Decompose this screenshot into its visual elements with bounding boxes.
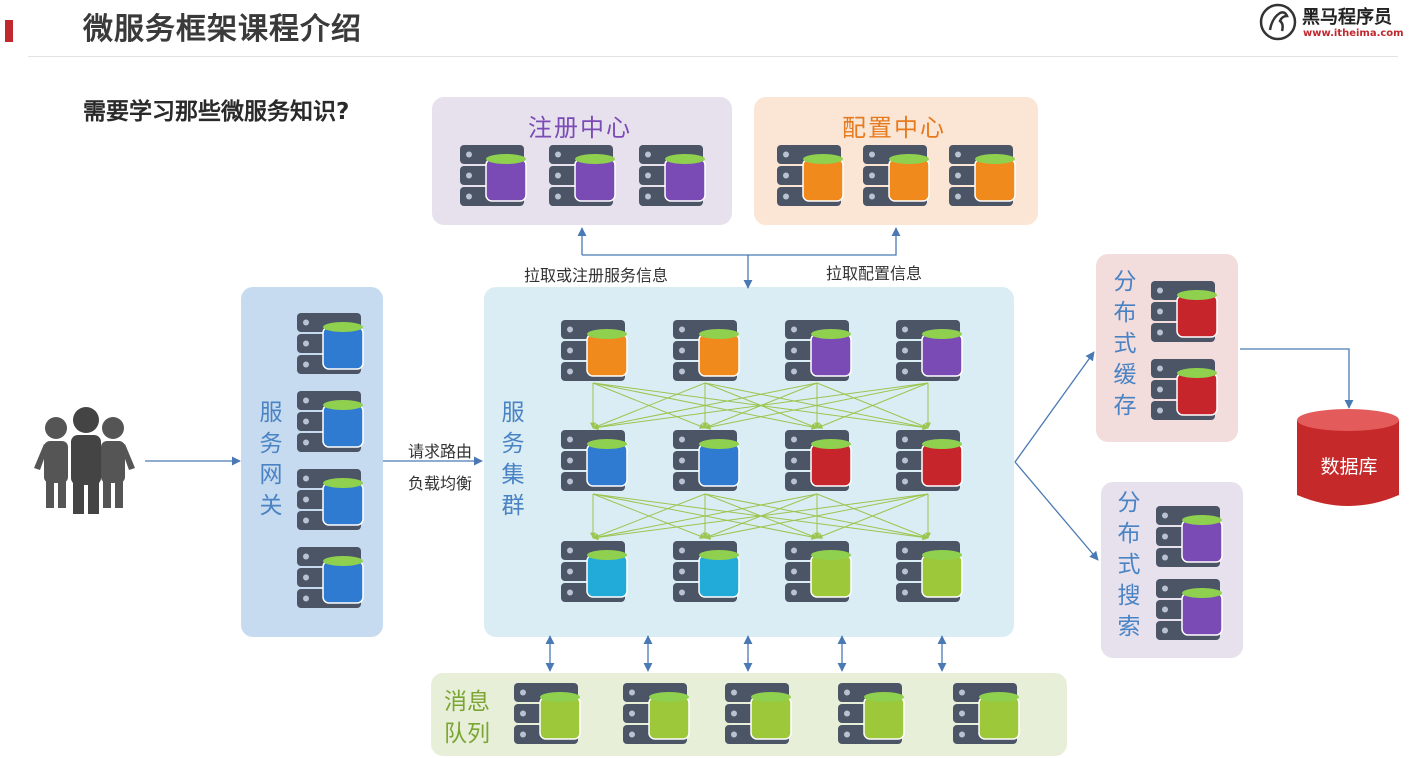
cluster-server — [673, 320, 740, 381]
cluster-server — [673, 541, 740, 602]
mq-label-line1: 消息 — [444, 689, 490, 715]
label-pull-register: 拉取或注册服务信息 — [524, 266, 669, 285]
cluster-server — [896, 541, 963, 602]
registry-server — [460, 145, 527, 206]
label-pull-config: 拉取配置信息 — [826, 264, 923, 283]
cluster-server — [561, 430, 628, 491]
database-label: 数据库 — [1320, 456, 1378, 478]
cache-label: 分布式缓存 — [1113, 269, 1137, 419]
gateway-server — [297, 469, 364, 530]
mq-server — [838, 683, 905, 744]
server-nodes — [297, 145, 1223, 744]
registry-server — [549, 145, 616, 206]
mq-server — [725, 683, 792, 744]
cluster-label: 服务集群 — [501, 400, 525, 519]
logo-horse-icon — [1259, 3, 1297, 41]
search-server — [1156, 506, 1223, 567]
mq-label-line2: 队列 — [444, 721, 490, 747]
registry-server — [639, 145, 706, 206]
mq-server — [623, 683, 690, 744]
cluster-server — [896, 320, 963, 381]
users-group-icon — [34, 407, 135, 514]
section-subtitle: 需要学习那些微服务知识? — [83, 99, 350, 125]
gateway-server — [297, 547, 364, 608]
cluster-server — [896, 430, 963, 491]
cluster-server — [673, 430, 740, 491]
cluster-server — [561, 541, 628, 602]
mq-server — [514, 683, 581, 744]
search-server — [1156, 579, 1223, 640]
search-label: 分布式搜索 — [1117, 490, 1141, 640]
cluster-server — [785, 320, 852, 381]
cluster-mesh-links — [590, 382, 931, 541]
gateway-label: 服务网关 — [259, 400, 283, 519]
mq-server — [953, 683, 1020, 744]
database-cylinder-icon — [1297, 409, 1399, 506]
config-title: 配置中心 — [842, 114, 946, 142]
cache-server — [1151, 359, 1218, 420]
logo-name: 黑马程序员 — [1302, 7, 1392, 28]
gateway-server — [297, 313, 364, 374]
flow-arrows — [145, 227, 1354, 672]
logo-url: www.itheima.com — [1303, 28, 1404, 39]
config-server — [949, 145, 1016, 206]
cluster-server — [561, 320, 628, 381]
cache-server — [1151, 281, 1218, 342]
header-divider — [28, 56, 1398, 57]
label-route: 请求路由 — [408, 442, 473, 461]
gateway-server — [297, 391, 364, 452]
accent-bar — [5, 20, 13, 42]
config-server — [777, 145, 844, 206]
config-server — [863, 145, 930, 206]
label-balance: 负载均衡 — [408, 474, 473, 493]
registry-title: 注册中心 — [528, 114, 632, 142]
brand-logo: 黑马程序员 www.itheima.com — [1258, 2, 1408, 42]
page-title: 微服务框架课程介绍 — [83, 12, 362, 47]
cluster-server — [785, 541, 852, 602]
cluster-server — [785, 430, 852, 491]
